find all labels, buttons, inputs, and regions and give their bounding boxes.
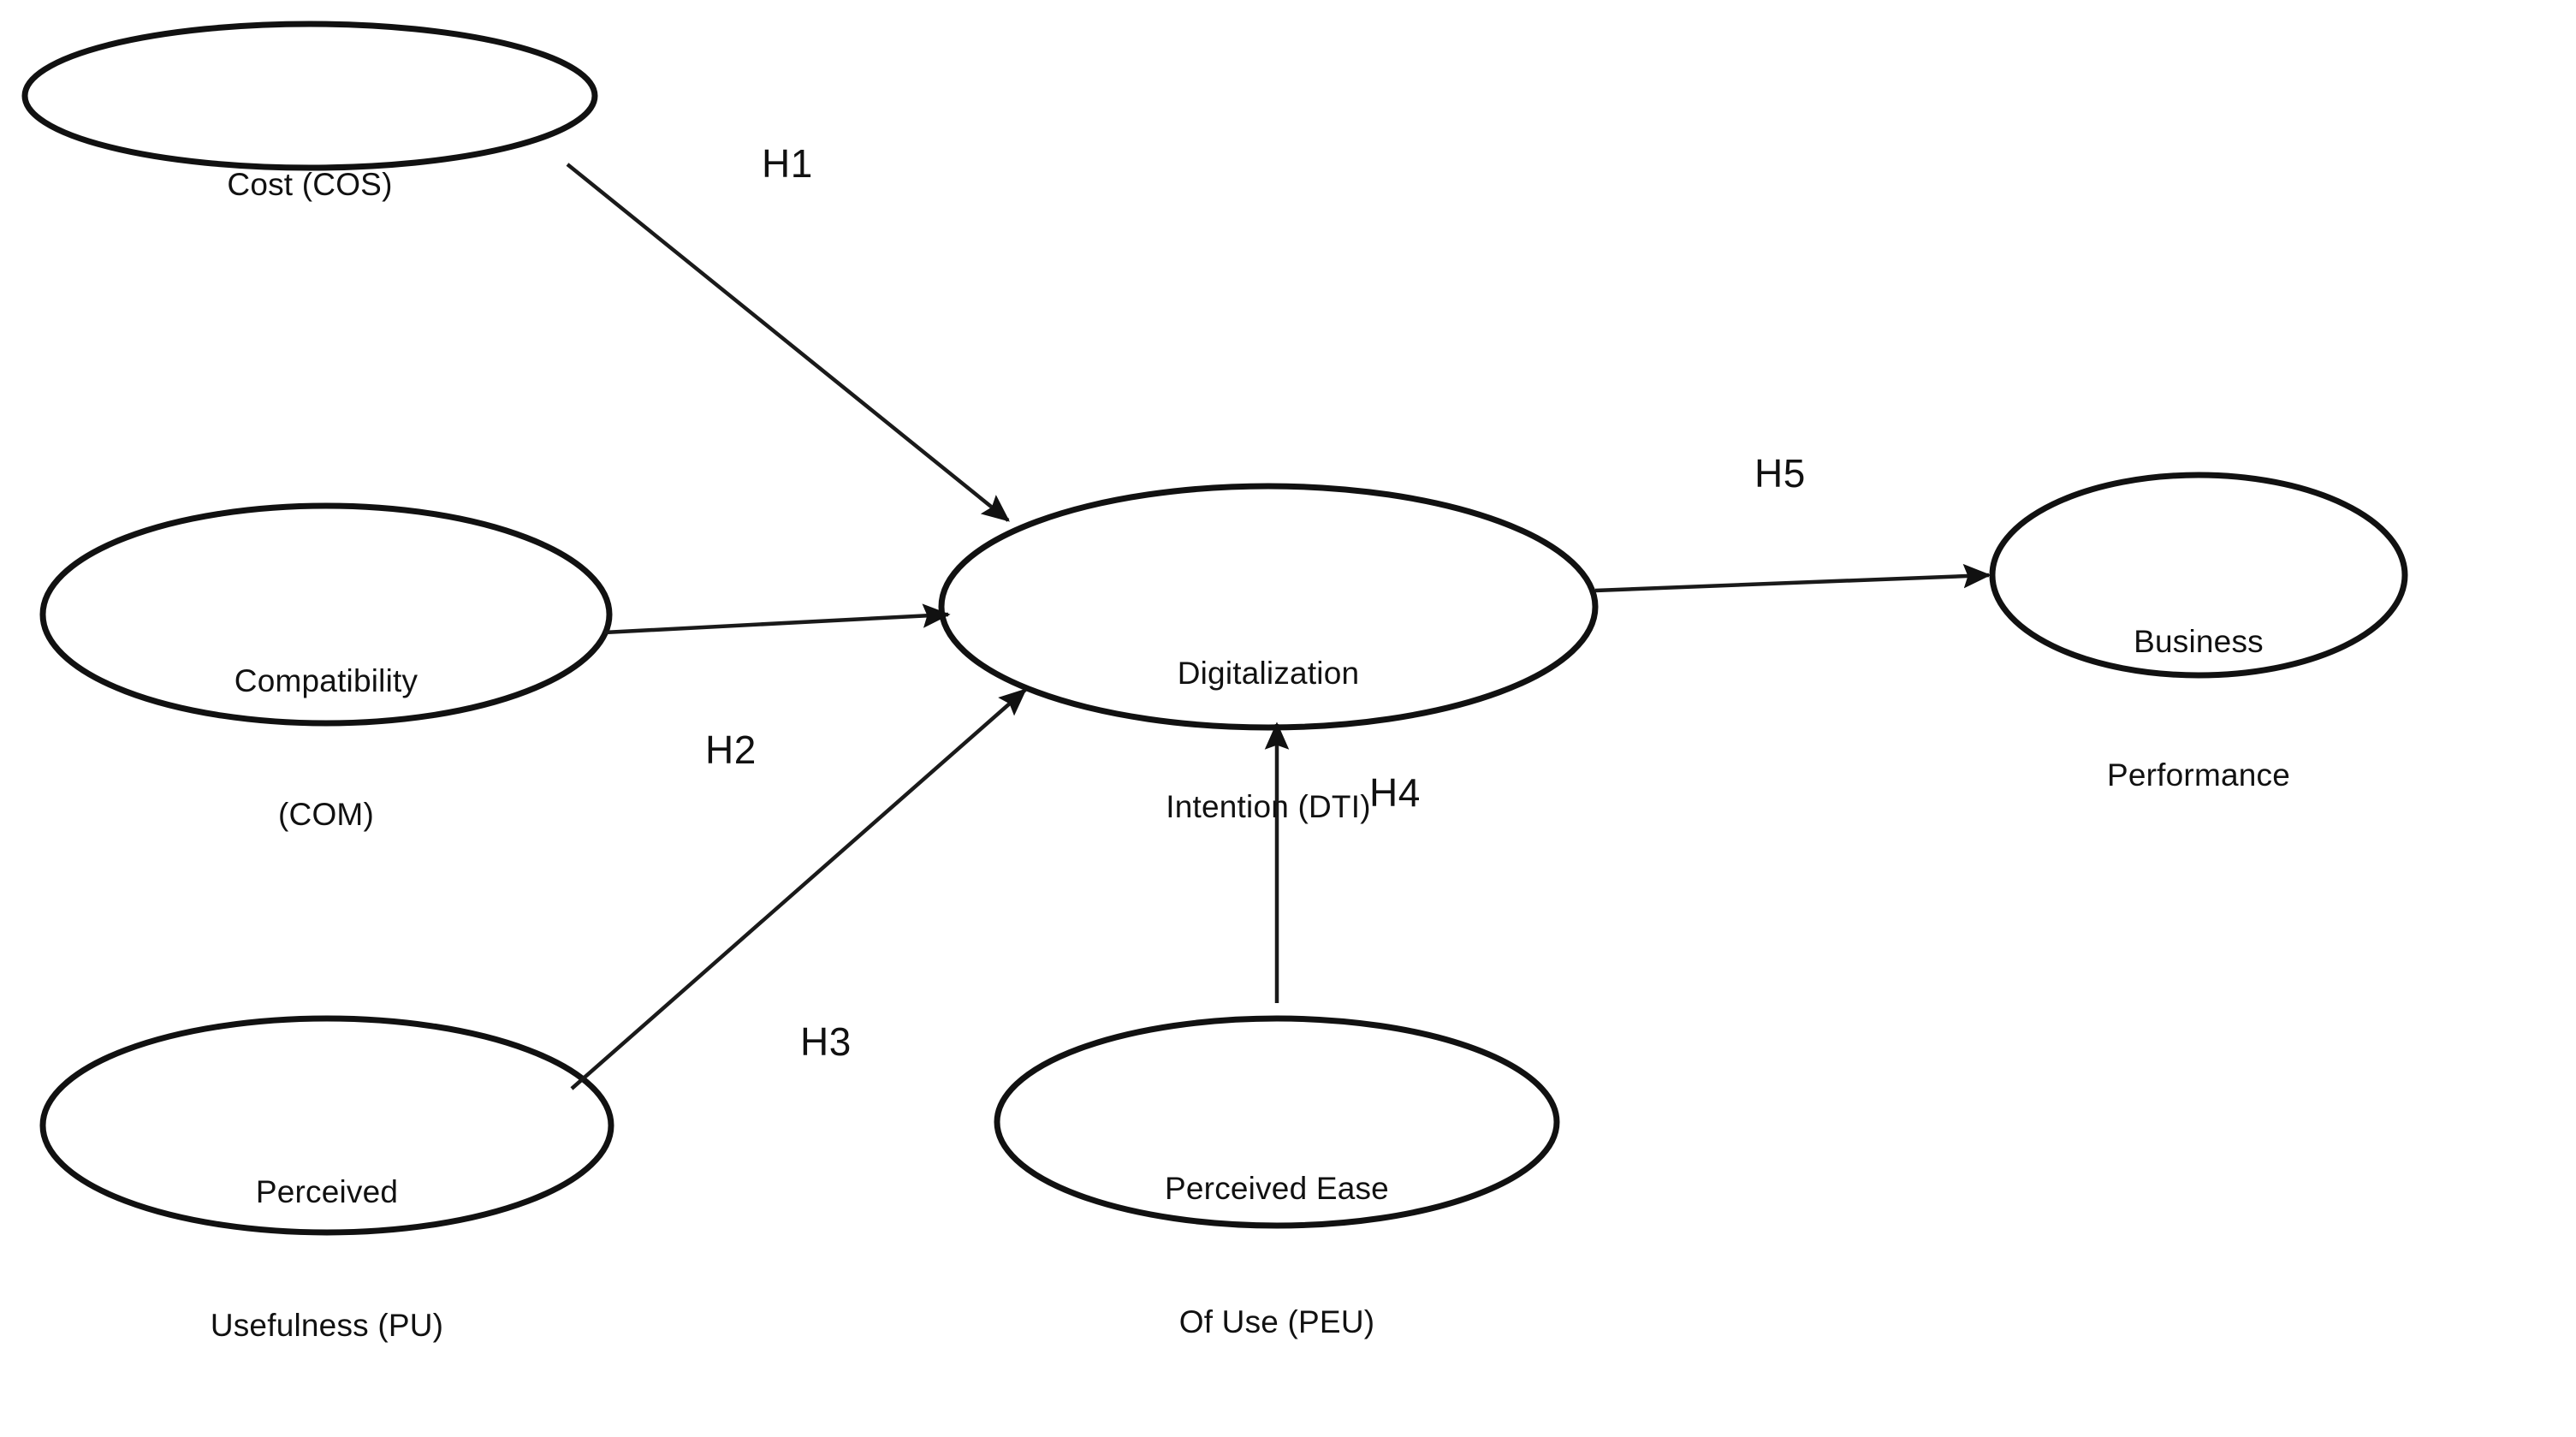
node-ellipse-compatibility (39, 502, 613, 727)
node-ellipse-perceived-ease-of-use (994, 1015, 1560, 1229)
edge-arrows (566, 163, 1991, 1090)
diagram-canvas (21, 21, 2408, 1236)
node-ellipse-perceived-usefulness (39, 1015, 614, 1236)
edge-arrow-h1 (566, 163, 1011, 522)
node-ellipse-business-performance (1989, 472, 2408, 679)
node-ellipse-cost (21, 21, 598, 171)
edge-arrow-h2 (603, 603, 951, 635)
node-label-perceived-ease-of-use-line2: Of Use (PEU) (1178, 1304, 1375, 1339)
node-ellipse-digitalization-intention (938, 483, 1599, 731)
conceptual-model-diagram: Cost (COS) Compatibility (COM) Perceived… (21, 21, 2408, 1343)
edge-arrow-h5 (1594, 563, 1991, 593)
node-shapes (21, 21, 2408, 1236)
node-label-perceived-usefulness-line2: Usefulness (PU) (210, 1308, 444, 1343)
edge-arrow-h3 (570, 688, 1027, 1090)
